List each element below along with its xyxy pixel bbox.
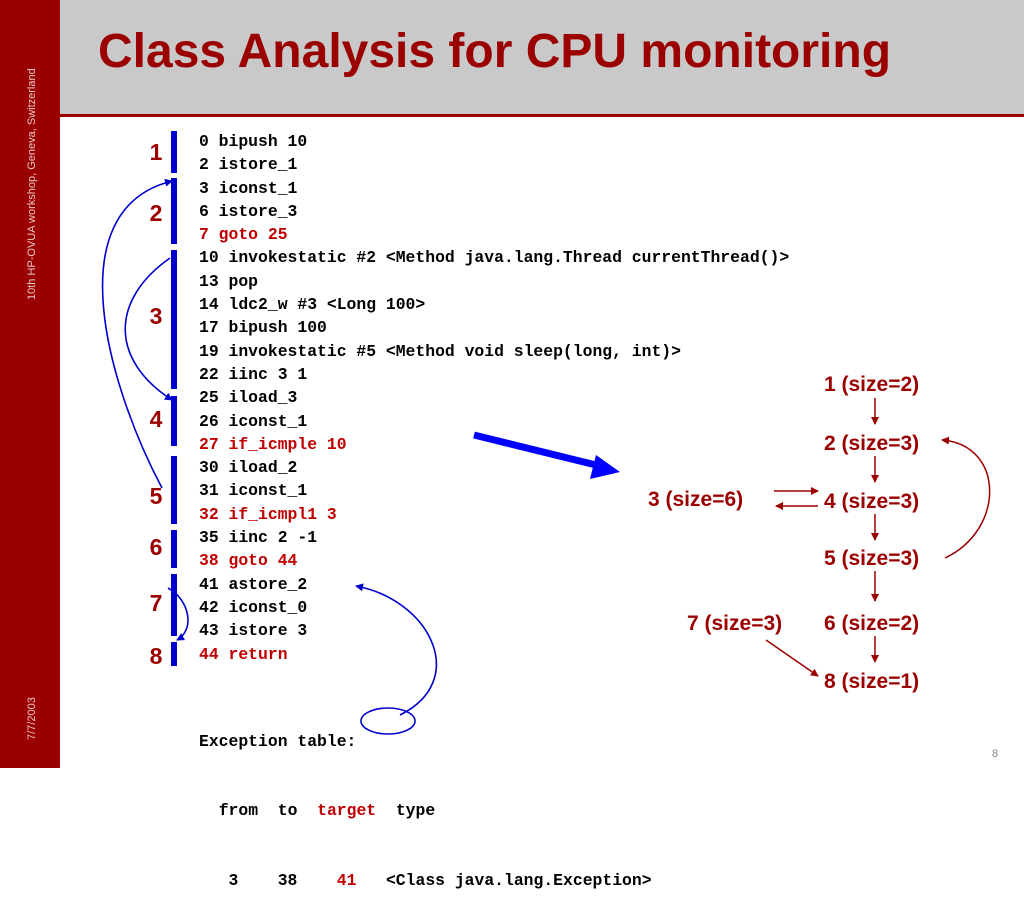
cell-to: 38: [277, 871, 298, 891]
bytecode-listing: 0 bipush 10 2 istore_1 3 iconst_1 6 istore_…: [199, 130, 789, 666]
block-bar-2: [171, 178, 177, 244]
block-label-3: 3: [149, 303, 163, 329]
bytecode-line: 6 istore_3: [199, 201, 298, 221]
exit-arrow: [167, 587, 189, 641]
target-circle: [360, 707, 416, 735]
bytecode-line: 2 istore_1: [199, 155, 298, 175]
block-label-1: 1: [149, 139, 163, 165]
big-arrow-head: [590, 455, 620, 479]
graph-node-2: 2 (size=3): [824, 432, 920, 455]
col-to: to: [277, 801, 298, 821]
bytecode-line: 7 goto 25: [199, 225, 288, 245]
bytecode-line: 26 iconst_1: [199, 411, 308, 431]
block-bar-5: [171, 456, 177, 524]
block-label-2: 2: [149, 200, 163, 226]
graph-node-1: 1 (size=2): [824, 373, 920, 396]
block-bar-7: [171, 574, 177, 636]
graph-node-7: 7 (size=3): [687, 612, 783, 635]
bytecode-line: 27 if_icmple 10: [199, 434, 347, 454]
title-bar: [60, 0, 1024, 117]
block-label-8: 8: [149, 643, 163, 669]
graph-node-3: 3 (size=6): [648, 488, 744, 511]
bytecode-line: 10 invokestatic #2 <Method java.lang.Thr…: [199, 248, 790, 268]
col-type: type: [395, 801, 436, 821]
block-label-7: 7: [149, 590, 163, 616]
slide-title: Class Analysis for CPU monitoring: [98, 25, 892, 78]
bytecode-line: 0 bipush 10: [199, 132, 308, 151]
exception-table-header: from to target type: [199, 799, 652, 822]
bytecode-line: 22 iinc 3 1: [199, 364, 308, 384]
cell-from: 3: [228, 871, 239, 891]
col-from: from: [218, 801, 259, 821]
block-label-5: 5: [149, 483, 163, 509]
block-label-4: 4: [149, 406, 163, 432]
graph-node-5: 5 (size=3): [824, 547, 920, 570]
sidebar: 10th HP-OVUA workshop, Geneva, Switzerla…: [0, 0, 60, 768]
exception-table-heading: Exception table:: [199, 731, 357, 751]
bytecode-line: 38 goto 44: [199, 551, 298, 571]
block-bar-8: [171, 642, 177, 666]
block-label-6: 6: [149, 534, 163, 560]
cell-type: <Class java.lang.Exception>: [385, 871, 652, 891]
bytecode-line: 35 iinc 2 -1: [199, 528, 318, 548]
bytecode-line: 43 istore 3: [199, 621, 308, 641]
bytecode-line: 41 astore_2: [199, 574, 308, 594]
page-number: 8: [992, 748, 999, 760]
cell-target: 41: [336, 871, 357, 891]
block-bar-3: [171, 250, 177, 389]
bytecode-line: 17 bipush 100: [199, 318, 327, 338]
bytecode-line: 3 iconst_1: [199, 178, 298, 198]
block-bar-6: [171, 530, 177, 568]
bytecode-line: 32 if_icmpl1 3: [199, 504, 337, 524]
big-arrow-shaft: [473, 431, 601, 470]
loop-arrow: [101, 178, 173, 489]
exception-table-row: 3 38 41 <Class java.lang.Exception>: [199, 869, 652, 892]
graph-node-4: 4 (size=3): [824, 490, 920, 513]
bytecode-line: 25 iload_3: [199, 388, 298, 408]
graph-node-8: 8 (size=1): [824, 670, 920, 693]
block-bar-4: [171, 396, 177, 446]
block-bar-1: [171, 131, 177, 173]
col-target: target: [317, 801, 377, 821]
goto-arrow: [124, 257, 173, 401]
graph-node-6: 6 (size=2): [824, 612, 920, 635]
bytecode-line: 42 iconst_0: [199, 597, 308, 617]
arrows-overlay: [101, 178, 991, 735]
exception-target-arrow: [355, 583, 438, 716]
bytecode-line: 13 pop: [199, 271, 259, 291]
bytecode-line: 30 iload_2: [199, 458, 298, 478]
bytecode-line: 44 return: [199, 644, 288, 664]
bytecode-line: 31 iconst_1: [199, 481, 308, 501]
bytecode-line: 14 ldc2_w #3 <Long 100>: [199, 295, 426, 315]
bytecode-line: 19 invokestatic #5 <Method void sleep(lo…: [199, 341, 681, 361]
